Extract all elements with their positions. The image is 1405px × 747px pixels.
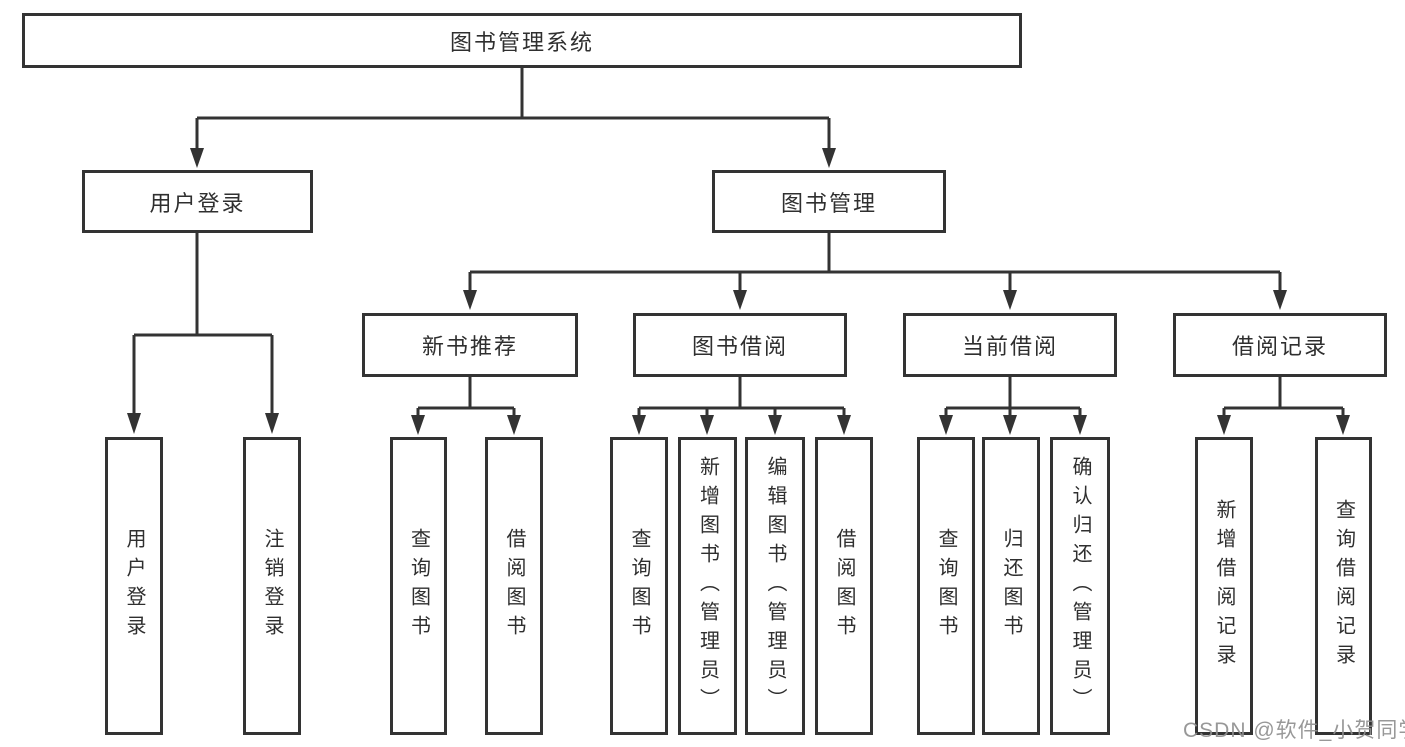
arrowhead <box>1273 290 1287 310</box>
arrowhead <box>1003 415 1017 435</box>
arrowhead <box>1217 415 1231 435</box>
node-new-book-recommend: 新书推荐 <box>362 313 578 377</box>
arrowhead <box>733 290 747 310</box>
node-query-borrow-record: 查询借阅记录 <box>1315 437 1372 735</box>
node-user-login: 用户登录 <box>82 170 313 233</box>
node-return-book: 归还图书 <box>982 437 1040 735</box>
connector-root-to-level1 <box>195 68 831 150</box>
arrowhead <box>768 415 782 435</box>
arrowhead <box>700 415 714 435</box>
watermark: CSDN @软件_小贺同学 <box>1183 719 1405 742</box>
arrowhead <box>190 148 204 168</box>
node-logout-leaf: 注销登录 <box>243 437 301 735</box>
node-book-management-system: 图书管理系统 <box>22 13 1022 68</box>
node-add-borrow-record: 新增借阅记录 <box>1195 437 1253 735</box>
node-borrow-books-borrowing: 借阅图书 <box>815 437 873 735</box>
arrowhead <box>837 415 851 435</box>
node-current-borrowing: 当前借阅 <box>903 313 1117 377</box>
node-add-book-admin: 新增图书（管理员） <box>678 437 737 735</box>
connector-new-book-recommend-to-children <box>416 377 516 417</box>
arrowhead <box>939 415 953 435</box>
node-confirm-return-admin: 确认归还（管理员） <box>1050 437 1110 735</box>
arrowhead <box>1073 415 1087 435</box>
node-query-books-current: 查询图书 <box>917 437 975 735</box>
node-query-books-borrowing: 查询图书 <box>610 437 668 735</box>
node-book-borrowing: 图书借阅 <box>633 313 847 377</box>
arrowhead <box>822 148 836 168</box>
arrowhead <box>265 413 279 434</box>
arrowhead <box>1336 415 1350 435</box>
arrowhead <box>127 413 141 434</box>
connector-book-borrowing-to-children <box>637 377 846 417</box>
node-edit-book-admin: 编辑图书（管理员） <box>745 437 805 735</box>
connector-borrowing-records-to-children <box>1222 377 1345 417</box>
arrowhead <box>411 415 425 435</box>
node-borrow-books-recommend: 借阅图书 <box>485 437 543 735</box>
arrowhead <box>632 415 646 435</box>
arrowhead <box>463 290 477 310</box>
connector-current-borrowing-to-children <box>944 377 1082 417</box>
node-query-books-recommend: 查询图书 <box>390 437 447 735</box>
arrowhead <box>507 415 521 435</box>
node-borrowing-records: 借阅记录 <box>1173 313 1387 377</box>
node-book-management: 图书管理 <box>712 170 946 233</box>
connector-book-management-to-children <box>468 233 1282 292</box>
arrowhead <box>1003 290 1017 310</box>
connector-user-login-to-children <box>132 233 274 415</box>
node-user-login-leaf: 用户登录 <box>105 437 163 735</box>
